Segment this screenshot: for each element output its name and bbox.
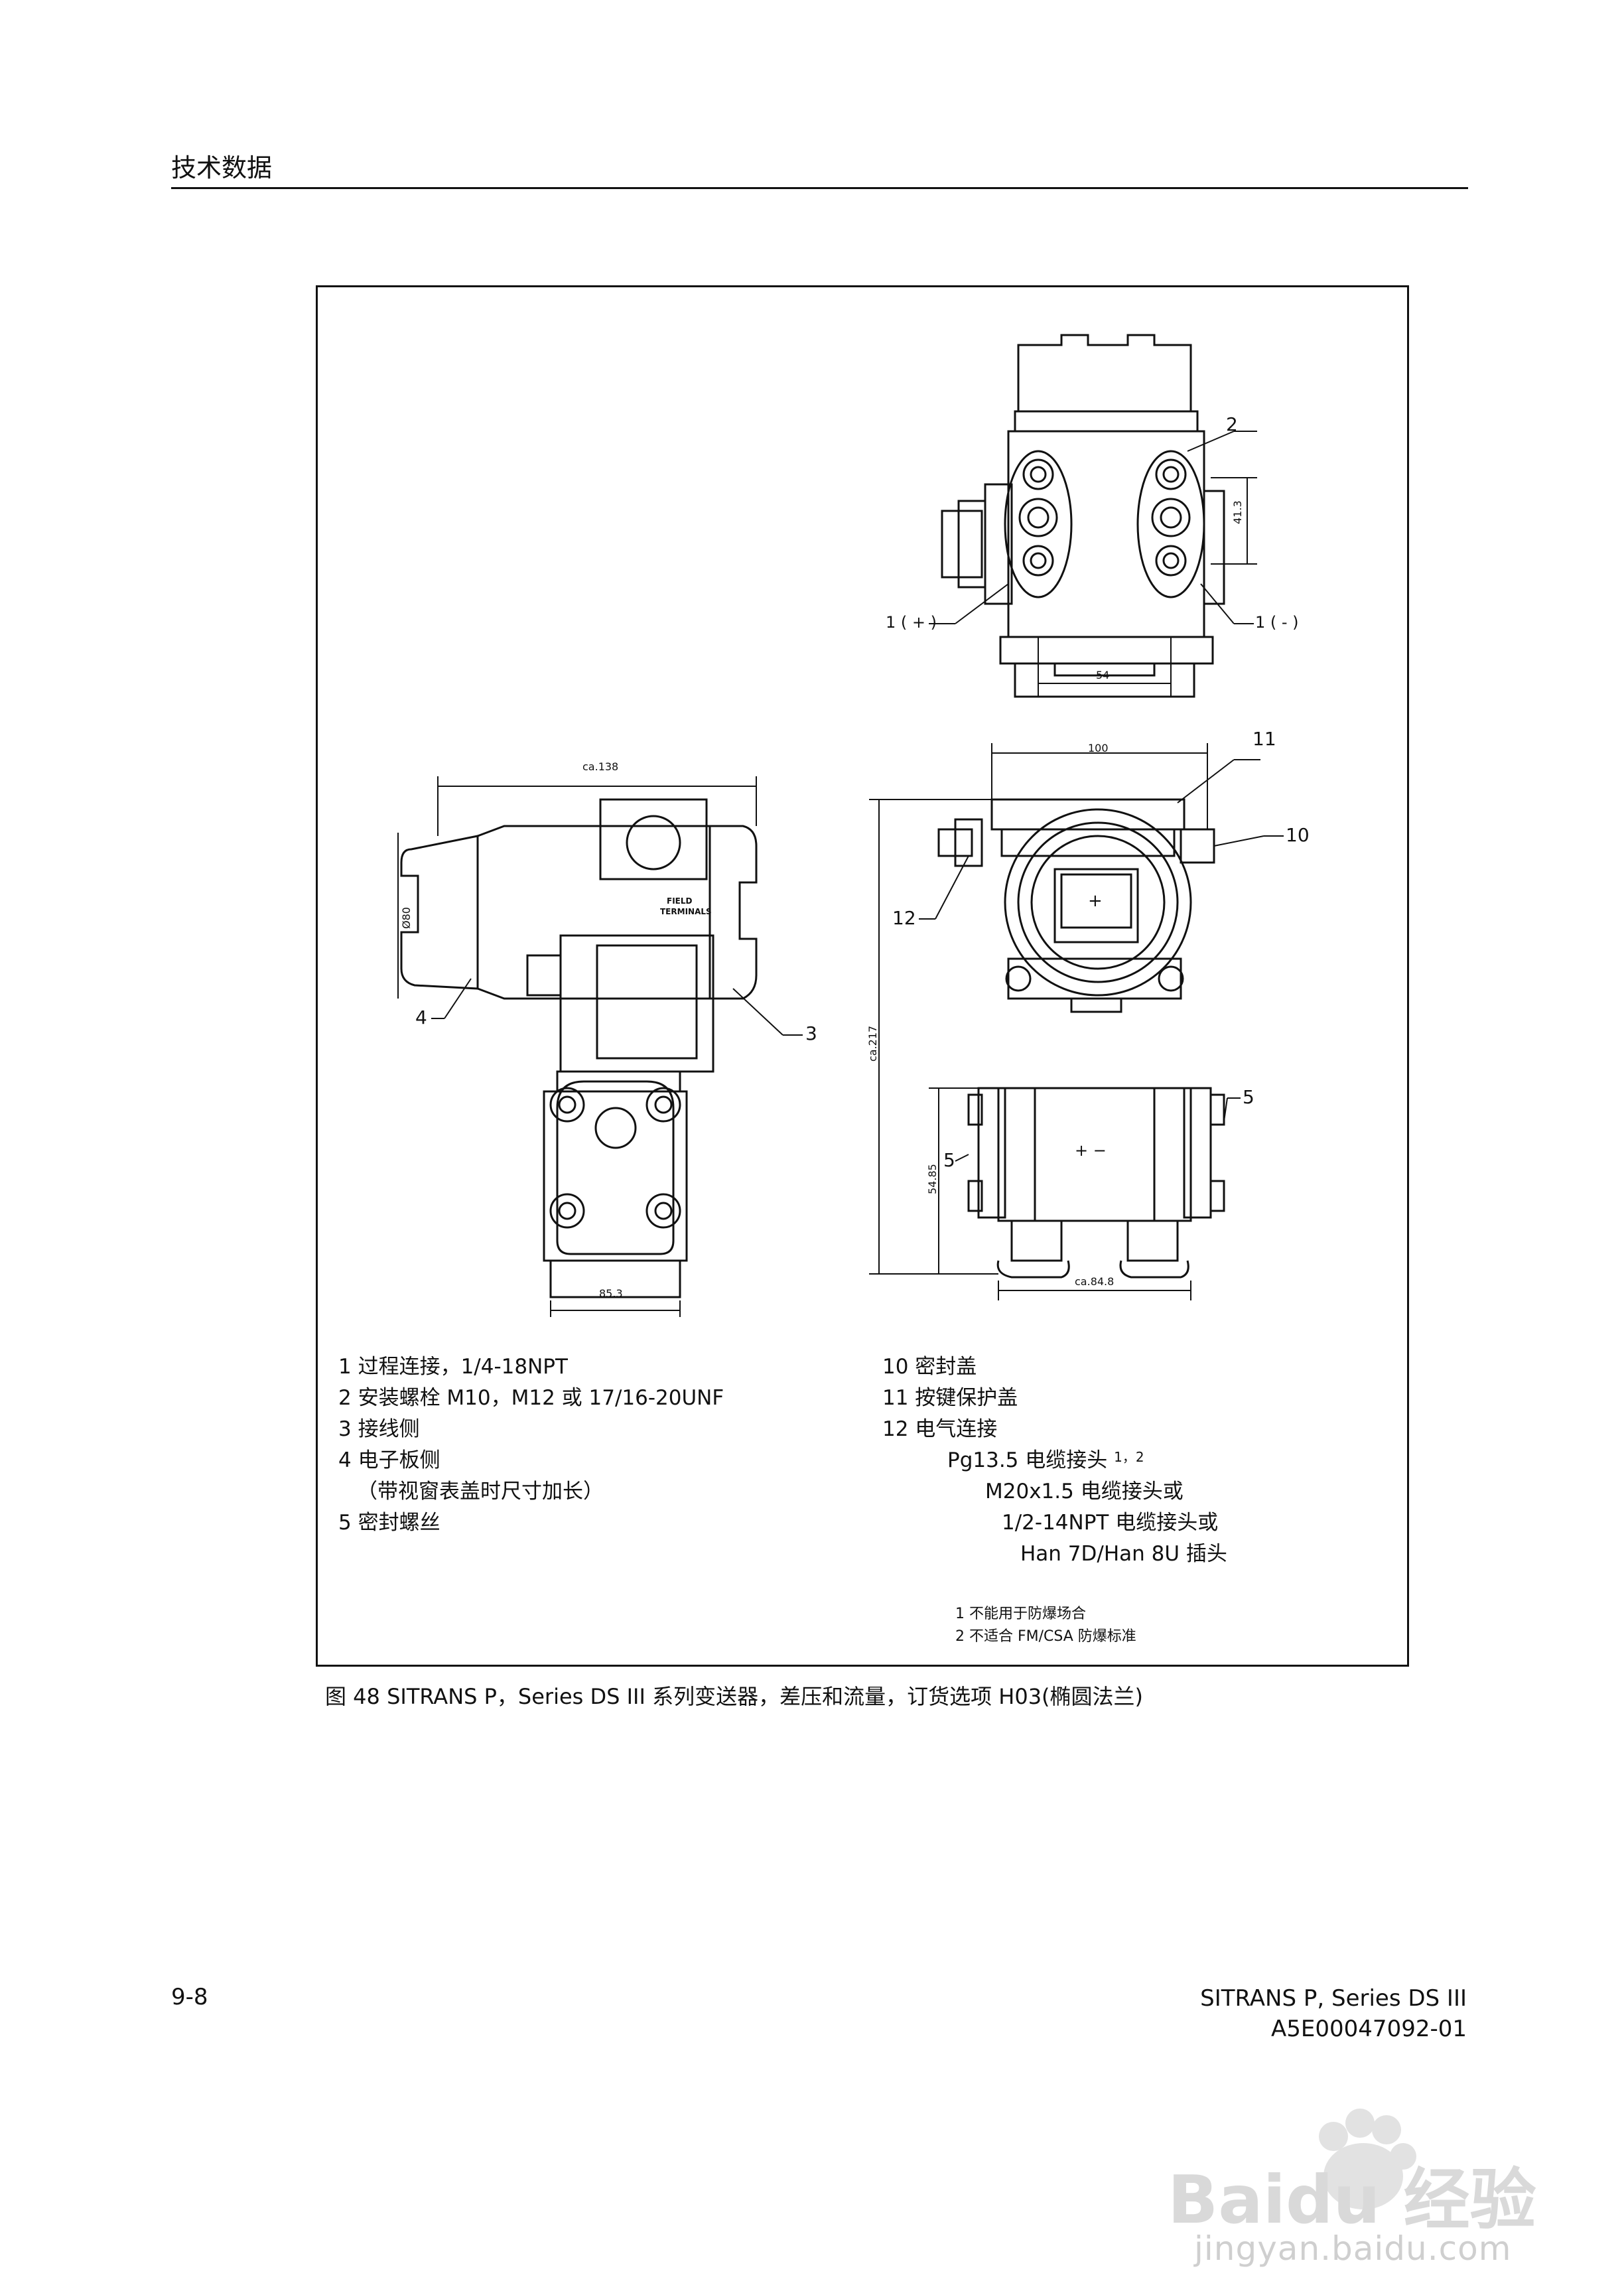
dim-85-3: 85.3 — [599, 1287, 623, 1300]
legend-pg-text: Pg13.5 电缆接头 — [947, 1448, 1108, 1472]
legend-item-12: 12 电气连接 — [882, 1417, 998, 1441]
dim-54-85: 54.85 — [926, 1164, 939, 1194]
header-rule — [171, 187, 1468, 189]
baidu-watermark-text: Baidu 经验 — [1168, 2161, 1536, 2239]
dim-41-3: 41.3 — [1231, 500, 1244, 524]
dim-ca217: ca.217 — [866, 1025, 879, 1062]
watermark-url: jingyan.baidu.com — [1194, 2229, 1512, 2268]
legend-item-1: 1 过程连接，1/4-18NPT — [338, 1355, 568, 1379]
field-terminals-2: TERMINALS — [660, 907, 712, 916]
legend-item-3: 3 接线侧 — [338, 1417, 420, 1441]
dim-ca84-8: ca.84.8 — [1075, 1275, 1115, 1288]
side-view — [397, 776, 803, 1317]
legend-item-12-m20: M20x1.5 电缆接头或 — [985, 1480, 1184, 1503]
legend-item-12-npt: 1/2-14NPT 电缆接头或 — [1002, 1511, 1219, 1535]
legend-pg-sup: 1，2 — [1114, 1449, 1144, 1465]
legend-item-11: 11 按键保护盖 — [882, 1386, 1018, 1410]
product-name: SITRANS P, Series DS III — [1200, 1985, 1467, 2012]
dim-100: 100 — [1088, 742, 1109, 754]
callout-1-minus: 1 ( - ) — [1255, 613, 1299, 632]
footer-product: SITRANS P, Series DS III A5E00047092-01 — [1200, 1984, 1467, 2045]
field-terminals-1: FIELD — [667, 896, 693, 906]
callout-3: 3 — [805, 1022, 817, 1044]
front-view — [869, 743, 1284, 1300]
dim-ca138: ca.138 — [582, 760, 619, 773]
callout-4: 4 — [415, 1007, 427, 1028]
dim-54: 54 — [1096, 669, 1110, 681]
legend-item-12-pg: Pg13.5 电缆接头 1，2 — [947, 1450, 1144, 1471]
callout-11: 11 — [1252, 728, 1276, 750]
legend-item-4: 4 电子板侧 — [338, 1448, 440, 1472]
callout-1-plus: 1 ( + ) — [886, 613, 937, 632]
top-view — [929, 334, 1257, 698]
flange-plus-minus: + − — [1075, 1141, 1107, 1160]
callout-5a: 5 — [1243, 1086, 1254, 1108]
legend-item-10: 10 密封盖 — [882, 1355, 977, 1379]
dim-d80: Ø80 — [400, 907, 413, 929]
legend-item-4-note: （带视窗表盖时尺寸加长） — [357, 1480, 604, 1503]
footnote-2: 2 不适合 FM/CSA 防爆标准 — [955, 1628, 1136, 1645]
display-plus: + — [1088, 891, 1103, 911]
document-id: A5E00047092-01 — [1271, 2015, 1467, 2042]
callout-12: 12 — [892, 907, 916, 929]
figure-frame — [316, 285, 1409, 1667]
page-number: 9-8 — [171, 1984, 208, 2010]
legend-item-12-han: Han 7D/Han 8U 插头 — [1020, 1542, 1227, 1566]
callout-5b: 5 — [943, 1149, 955, 1171]
legend-item-5: 5 密封螺丝 — [338, 1511, 440, 1535]
callout-2: 2 — [1226, 413, 1238, 435]
baidu-watermark-logo: Baidu 经验 — [1168, 2109, 1536, 2239]
callout-10: 10 — [1286, 824, 1310, 846]
legend-item-2: 2 安装螺栓 M10，M12 或 17/16-20UNF — [338, 1386, 724, 1410]
figure-caption: 图 48 SITRANS P，Series DS III 系列变送器，差压和流量… — [325, 1684, 1144, 1709]
footnote-1: 1 不能用于防爆场合 — [955, 1606, 1086, 1622]
section-title: 技术数据 — [171, 153, 273, 182]
